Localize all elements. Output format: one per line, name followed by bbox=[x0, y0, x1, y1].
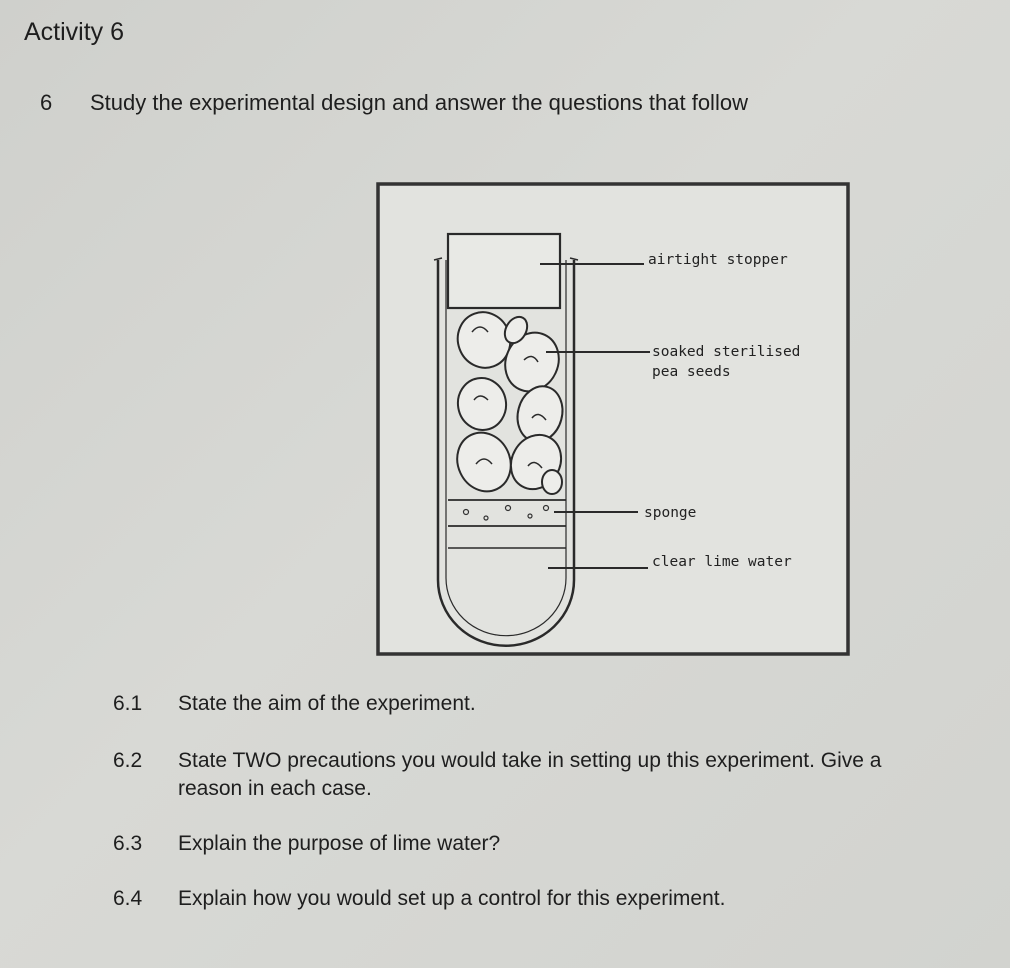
label-seeds-line1: soaked sterilised bbox=[652, 344, 800, 360]
label-airtight-stopper: airtight stopper bbox=[648, 252, 788, 268]
sponge-layer bbox=[448, 499, 566, 549]
label-sponge: sponge bbox=[644, 505, 696, 521]
test-tube-diagram: airtight stopper soaked sterilised pea s… bbox=[376, 182, 850, 656]
subquestion-text: State the aim of the experiment. bbox=[178, 692, 476, 715]
subquestion-text-continued: reason in each case. bbox=[178, 777, 372, 800]
activity-title: Activity 6 bbox=[24, 18, 125, 46]
question-text: Study the experimental design and answer… bbox=[90, 90, 748, 115]
test-tube bbox=[436, 260, 576, 647]
subquestion-text: Explain the purpose of lime water? bbox=[178, 832, 501, 855]
subquestion-text: Explain how you would set up a control f… bbox=[178, 887, 726, 910]
subquestion-number: 6.3 bbox=[113, 832, 143, 855]
label-seeds-line2: pea seeds bbox=[652, 364, 731, 380]
label-lime-water: clear lime water bbox=[652, 554, 792, 570]
subquestion-text: State TWO precautions you would take in … bbox=[178, 749, 882, 772]
airtight-stopper bbox=[446, 232, 562, 310]
question-number: 6 bbox=[40, 90, 53, 115]
subquestion-number: 6.1 bbox=[113, 692, 143, 715]
subquestion-number: 6.4 bbox=[113, 887, 143, 910]
subquestion-number: 6.2 bbox=[113, 749, 143, 772]
pea-seeds bbox=[456, 311, 564, 495]
